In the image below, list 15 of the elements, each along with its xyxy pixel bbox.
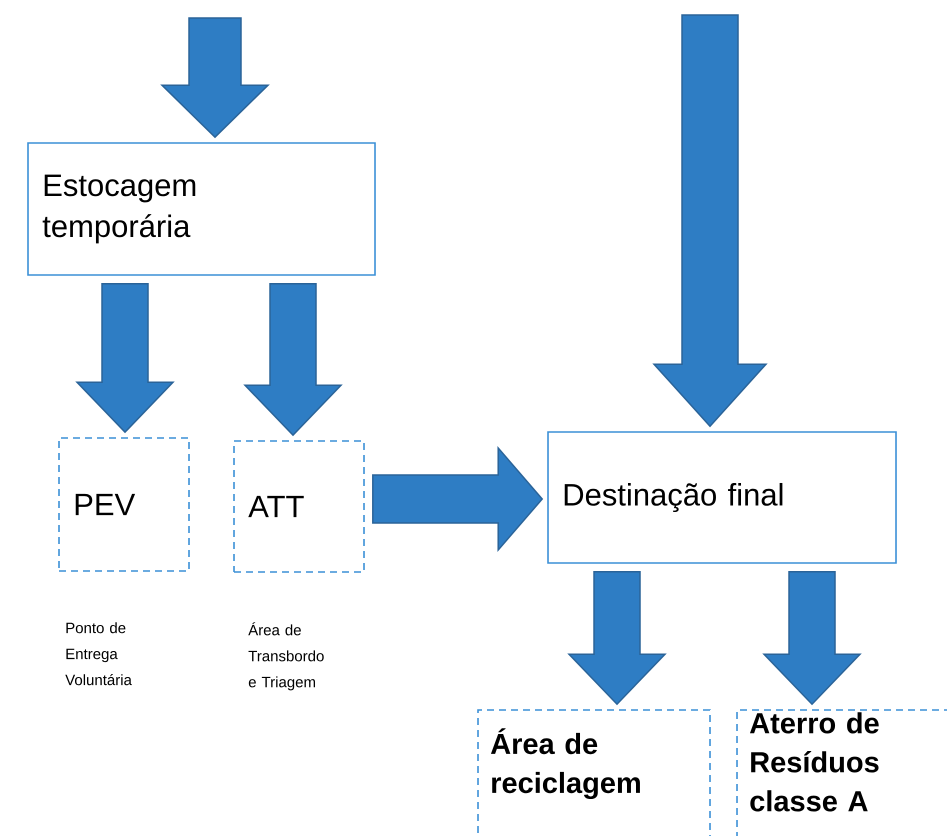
block-arrow — [762, 571, 862, 706]
dashed-box: Aterro de Resíduos classe A — [736, 709, 947, 836]
block-arrow — [243, 283, 343, 436]
block-arrow — [160, 17, 270, 138]
dashed-box: PEV — [58, 437, 190, 572]
block-arrow — [372, 446, 544, 552]
process-box: Destinação final — [547, 431, 897, 564]
block-arrow — [75, 283, 175, 434]
block-arrow — [567, 571, 667, 706]
dashed-box: ATT — [233, 440, 365, 573]
beside-caption: Ponto de Entrega Voluntária — [65, 622, 132, 686]
process-box: Estocagem temporária — [27, 142, 376, 276]
beside-caption: Área de Transbordo e Triagem — [248, 622, 324, 690]
block-arrow — [652, 14, 768, 428]
dashed-box: Área de reciclagem — [477, 709, 711, 836]
